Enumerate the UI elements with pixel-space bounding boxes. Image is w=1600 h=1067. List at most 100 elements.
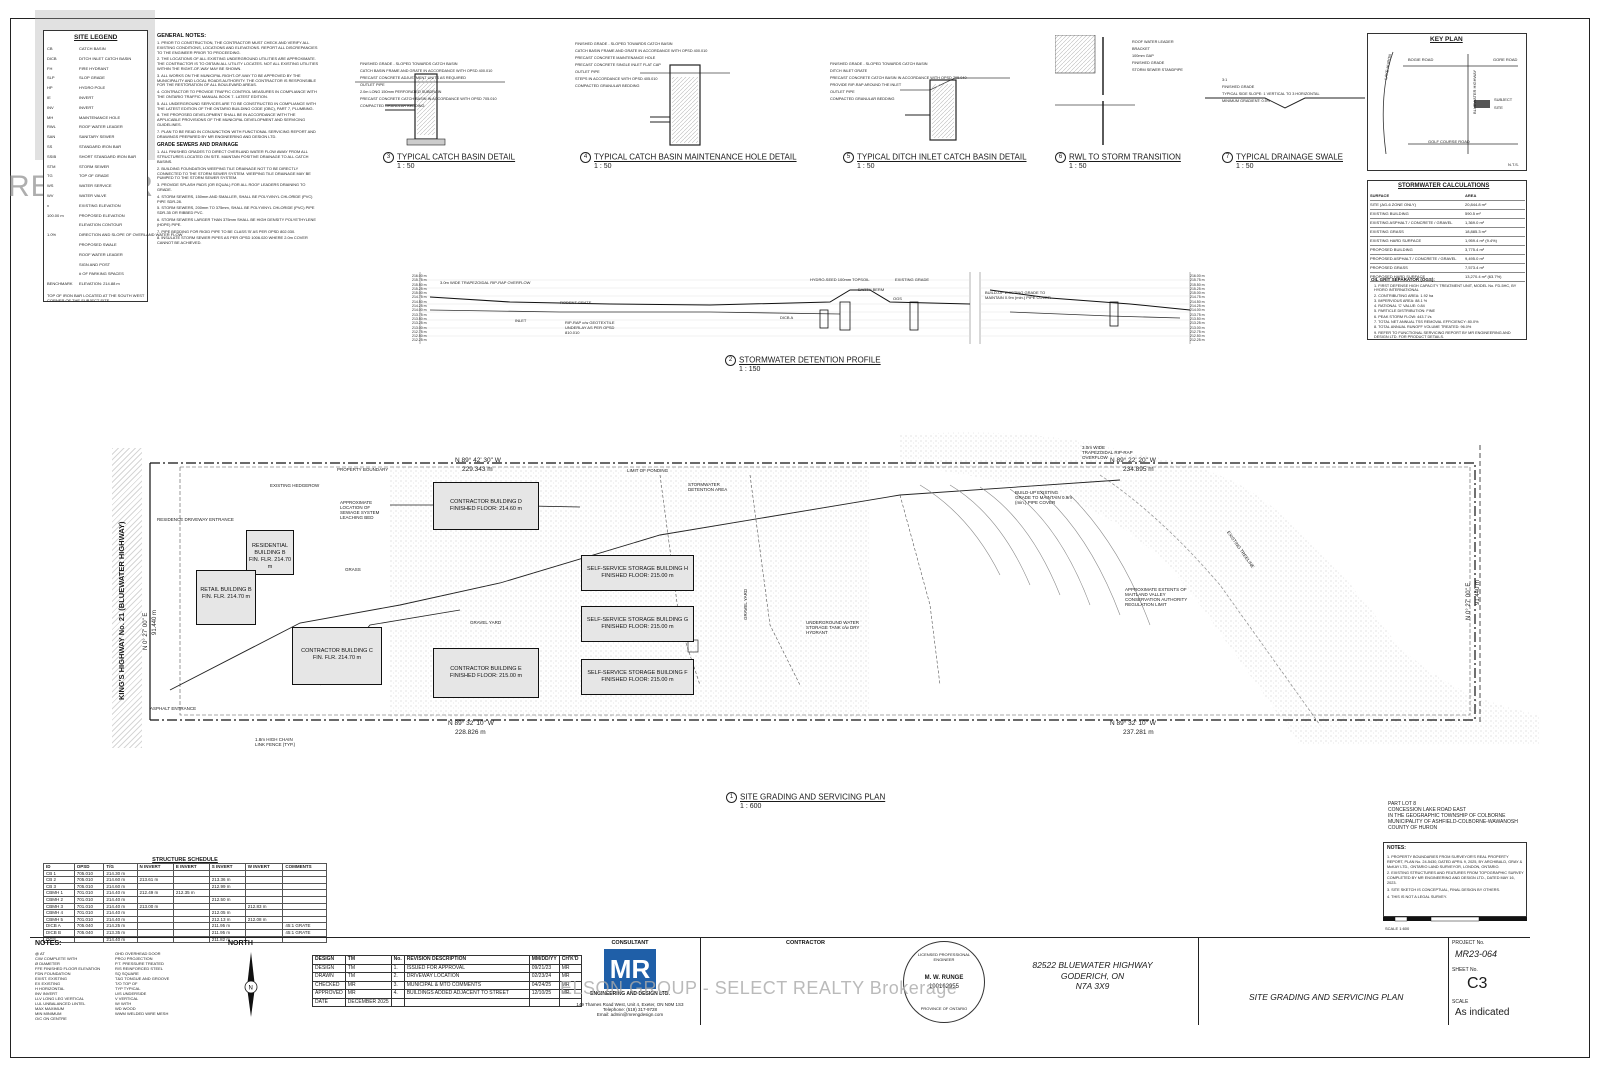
stormwater-area: 13,270.4 m² (63.7%) bbox=[1465, 274, 1502, 279]
abbrev-item: Ø DIAMETER bbox=[35, 961, 60, 966]
abbrev-item: U/S UNDERSIDE bbox=[115, 991, 147, 996]
label-property-boundary: PROPERTY BOUNDARY bbox=[337, 467, 389, 472]
legend-code: RWL bbox=[47, 124, 56, 130]
revision-cell: 1. bbox=[390, 963, 405, 973]
revision-cell bbox=[528, 997, 560, 1007]
bearing-south-2: N 89° 32' 10" W bbox=[1110, 720, 1156, 727]
legend-label: STANDARD IRON BAR bbox=[79, 143, 122, 149]
maintenance-hole-notes: FINISHED GRADE - SLOPED TOWARDS CATCH BA… bbox=[575, 42, 815, 91]
note-item: 1. PROPERTY BOUNDARIES FROM SURVEYOR'S R… bbox=[1387, 855, 1523, 869]
detail-note: CATCH BASIN FRAME AND GRATE IN ACCORDANC… bbox=[575, 49, 708, 53]
profile-note-6: OGS bbox=[893, 296, 902, 301]
legend-label: SANITARY SEWER bbox=[79, 134, 115, 140]
sheet-title: SITE GRADING AND SERVICING PLAN bbox=[1249, 992, 1404, 1002]
abbrev-item: @ AT bbox=[35, 951, 45, 956]
legend-label: STORM SEWER bbox=[79, 163, 110, 169]
maintenance-hole-detail-drawing bbox=[640, 64, 730, 146]
detail-note: PRECAST CONCRETE CATCH BASIN IN ACCORDAN… bbox=[830, 76, 967, 80]
schedule-cell bbox=[282, 895, 327, 904]
revision-cell bbox=[403, 997, 530, 1007]
stormwater-surface: PROPOSED BUILDING bbox=[1370, 247, 1413, 252]
schedule-cell bbox=[172, 909, 210, 917]
detail-note: COMPACTED GRANULAR BEDDING bbox=[360, 104, 425, 108]
note-item: 4. CONTRACTOR TO PROVIDE TRAFFIC CONTROL… bbox=[157, 89, 317, 99]
bearing-west-dist: 91.440 m bbox=[152, 609, 158, 635]
abbrev-item: LLV LONG LEG VERTICAL bbox=[35, 996, 84, 1001]
abbrev-item: W/ WITH bbox=[115, 1001, 132, 1006]
legal-line: COUNTY OF HURON bbox=[1388, 825, 1438, 831]
schedule-cell: 214.25 m bbox=[103, 922, 138, 930]
revision-head-cell: REVISION DESCRIPTION bbox=[403, 955, 530, 965]
detail-note: FINISHED GRADE bbox=[1132, 61, 1165, 65]
schedule-cell: 212.05 m bbox=[208, 909, 246, 917]
swale-detail-drawing bbox=[1205, 97, 1365, 109]
note-item: 1. ALL FINISHED GRADES TO DIRECT OVERLAN… bbox=[157, 149, 309, 164]
legend-row: SAN SANITARY SEWER bbox=[47, 132, 147, 142]
legend-label: WATER VALVE bbox=[79, 192, 107, 198]
legend-label: MAINTENANCE HOLE bbox=[79, 114, 121, 120]
legend-label: FIRE HYDRANT bbox=[79, 65, 109, 71]
abbrev-item: V VERTICAL bbox=[115, 996, 139, 1001]
legend-label: CATCH BASIN bbox=[79, 46, 106, 51]
note-item: 3. SITE SKETCH IS CONCEPTUAL, FINAL DESI… bbox=[1387, 887, 1501, 892]
schedule-cell bbox=[136, 909, 174, 917]
stormwater-surface: SURFACE bbox=[1370, 193, 1390, 198]
profile-note-1: 3.0m WIDE TRAPEZOIDAL RIP-RAP OVERFLOW bbox=[440, 280, 531, 285]
legend-row: PROPOSED SWALE bbox=[47, 240, 147, 250]
schedule-cell bbox=[282, 882, 327, 891]
legend-code: SAN bbox=[47, 134, 56, 140]
schedule-cell bbox=[244, 882, 284, 891]
note-item: 6. PEAK STORM FLOW: 443.7 l/s bbox=[1374, 314, 1432, 319]
schedule-cell bbox=[172, 895, 210, 904]
site-legend-title: SITE LEGEND bbox=[74, 34, 118, 41]
rwl-detail-drawing bbox=[1055, 35, 1135, 145]
bearing-east-dist: 91.440 m bbox=[1475, 579, 1481, 605]
profile-elevation: 215.25 m bbox=[1190, 286, 1205, 291]
north-arrow: NORTH N bbox=[228, 940, 283, 1027]
revision-label-value: TM bbox=[344, 972, 392, 982]
detail-note: PRECAST CONCRETE MAINTENANCE HOLE bbox=[575, 56, 656, 60]
revision-cell bbox=[390, 997, 405, 1007]
note-item: 2. BUILDING FOUNDATION WEEPING TILE DRAI… bbox=[157, 165, 311, 181]
abbrev-item: TYP TYPICAL bbox=[115, 986, 141, 991]
profile-elevation: 213.50 m bbox=[1190, 316, 1205, 321]
schedule-cell bbox=[282, 935, 327, 944]
schedule-cell bbox=[244, 889, 284, 897]
schedule-cell: 212.35 m bbox=[172, 889, 210, 897]
abbrev-item: FDN FOUNDATION bbox=[35, 971, 71, 976]
key-plan-road-5: BLUEWATER HIGHWAY bbox=[1472, 69, 1477, 114]
profile-elevation: 215.75 m bbox=[412, 278, 427, 283]
schedule-cell bbox=[208, 889, 246, 897]
schedule-cell: CBMH 3 bbox=[43, 902, 75, 911]
detail-note: STORM SEWER STANDPIPE bbox=[1132, 68, 1183, 72]
schedule-cell: 213.61 m bbox=[136, 876, 174, 884]
profile-note-9: RIP-RAP c/w GEOTEXTILE UNDERLAY AS PER O… bbox=[565, 320, 615, 335]
profile-elevation: 215.00 m bbox=[412, 291, 427, 296]
note-item: 5. PARTICLE DISTRIBUTION: FINE bbox=[1374, 309, 1436, 314]
abbrev-item: O/C ON CENTRE bbox=[35, 1016, 67, 1021]
detail-note: FINISHED GRADE - SLOPED TOWARDS CATCH BA… bbox=[575, 42, 673, 46]
schedule-cell bbox=[282, 876, 327, 884]
profile-elevation: 216.00 m bbox=[412, 274, 427, 278]
detail-note: FINISHED GRADE - SLOPED TOWARDS CATCH BA… bbox=[830, 62, 928, 66]
revision-label-value: MR bbox=[344, 980, 392, 990]
